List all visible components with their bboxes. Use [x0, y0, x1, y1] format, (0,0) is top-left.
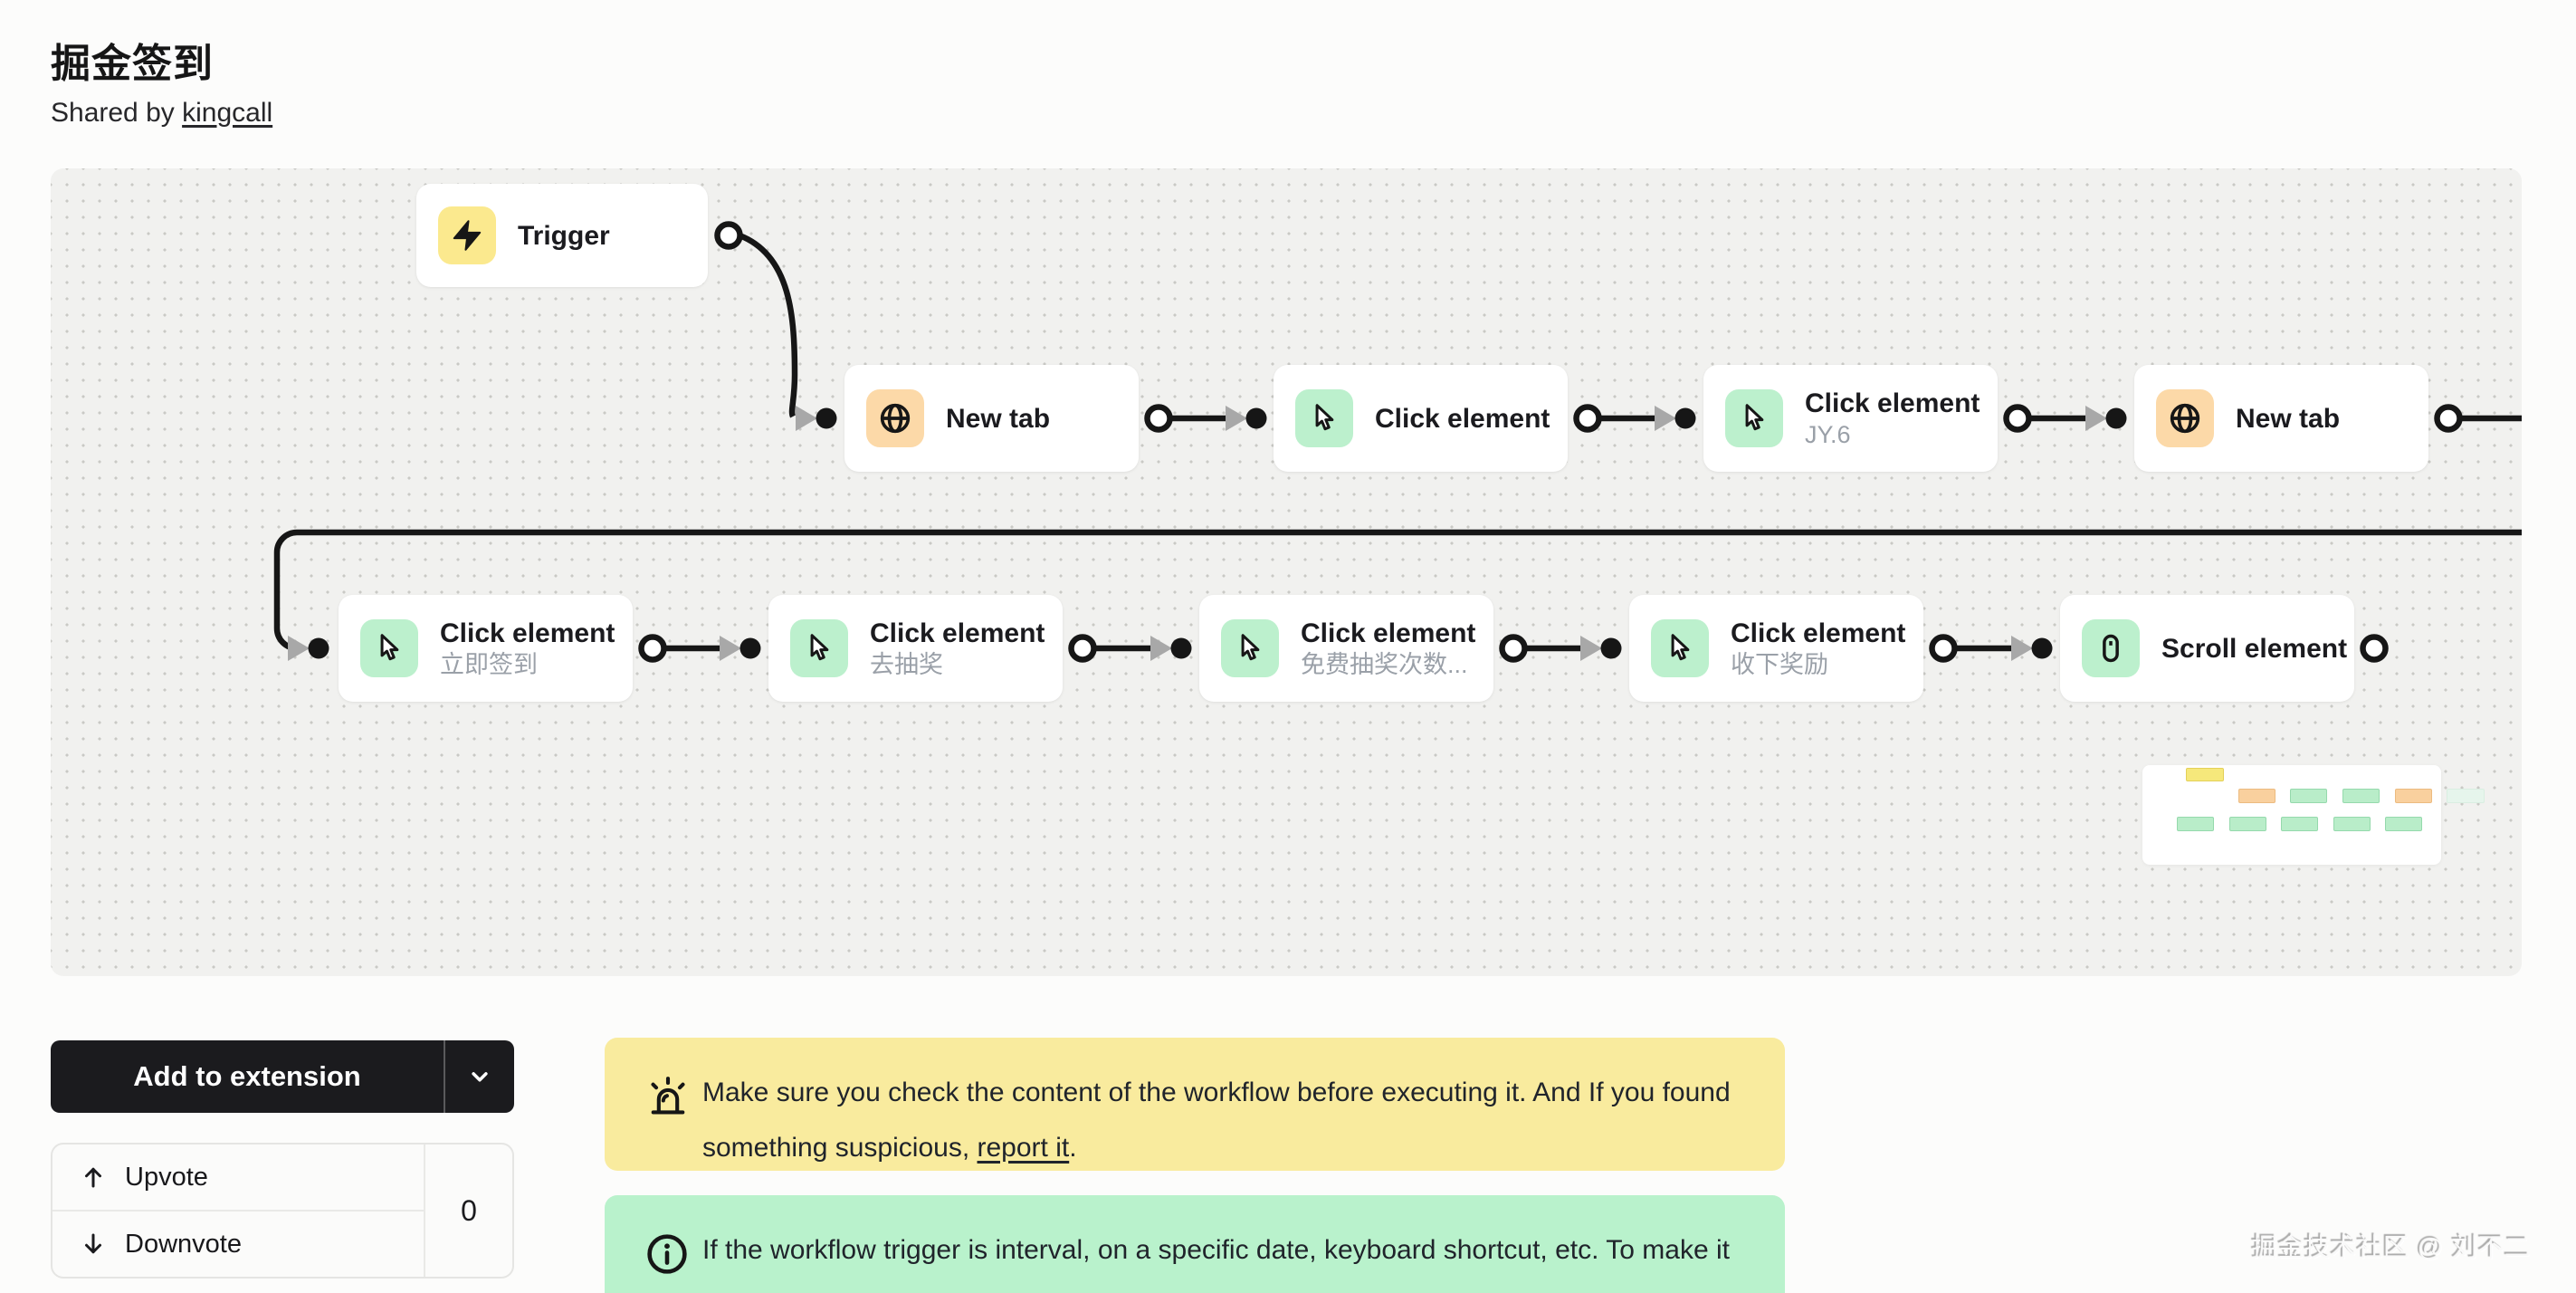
minimap-node-block [2238, 789, 2275, 803]
minimap-node-block [2447, 789, 2485, 803]
node-subtitle: 收下奖励 [1731, 651, 1828, 678]
edge-arrowheads [288, 406, 2107, 661]
siren-icon [644, 1074, 692, 1140]
node-label: Click element [1301, 618, 1476, 648]
node-click-1[interactable]: Click element [1274, 365, 1568, 472]
cursor-icon [360, 619, 418, 677]
minimap-node-block [2281, 817, 2318, 831]
info-notice: If the workflow trigger is interval, on … [605, 1195, 1785, 1293]
arrow-down-icon [85, 1233, 101, 1254]
input-ports [308, 407, 2127, 659]
node-label: Click element [1375, 403, 1550, 434]
add-to-extension-button[interactable]: Add to extension [51, 1040, 514, 1113]
vote-count: 0 [424, 1145, 512, 1277]
minimap-node-block [2290, 789, 2327, 803]
upvote-label: Upvote [125, 1162, 208, 1192]
workflow-minimap[interactable] [2142, 765, 2485, 865]
node-subtitle: 立即签到 [440, 651, 538, 678]
node-label: New tab [2236, 403, 2341, 434]
node-subtitle: JY.6 [1805, 421, 1851, 448]
cursor-icon [790, 619, 848, 677]
minimap-node-block [2385, 817, 2422, 831]
workflow-connections [273, 221, 2522, 663]
lightning-icon [438, 206, 496, 264]
minimap-node-block [2395, 789, 2432, 803]
node-subtitle: 去抽奖 [870, 651, 943, 678]
node-click-3[interactable]: Click element 立即签到 [339, 595, 633, 702]
node-label: Click element [870, 618, 1045, 648]
node-label: Click element [1805, 388, 1980, 418]
arrow-up-icon [85, 1167, 101, 1188]
shared-by-prefix: Shared by [51, 98, 183, 128]
node-label: Click element [1731, 618, 1906, 648]
workflow-canvas[interactable]: Trigger New tab Click element Click elem… [51, 168, 2522, 976]
info-icon [644, 1231, 690, 1293]
downvote-button[interactable]: Downvote [52, 1210, 424, 1277]
node-label: Click element [440, 618, 615, 648]
page-title: 掘金签到 [51, 42, 214, 86]
minimap-node-block [2177, 817, 2214, 831]
node-subtitle: 免费抽奖次数... [1301, 651, 1468, 678]
shared-by-line: Shared by kingcall [51, 98, 272, 129]
node-label: Scroll element [2161, 633, 2348, 664]
chevron-down-icon [472, 1072, 488, 1082]
cursor-icon [1221, 619, 1279, 677]
node-click-4[interactable]: Click element 去抽奖 [768, 595, 1063, 702]
add-to-extension-label: Add to extension [133, 1060, 361, 1092]
node-click-6[interactable]: Click element 收下奖励 [1629, 595, 1923, 702]
downvote-label: Downvote [125, 1229, 242, 1259]
minimap-node-block [2333, 817, 2371, 831]
button-divider [444, 1040, 445, 1113]
node-new-tab-2[interactable]: New tab [2134, 365, 2428, 472]
edge-trigger-newtab1 [738, 232, 798, 418]
minimap-node-block [2342, 789, 2380, 803]
cursor-icon [1651, 619, 1709, 677]
node-label: New tab [946, 403, 1051, 434]
cursor-icon [1725, 389, 1783, 447]
mouse-icon [2082, 619, 2140, 677]
shared-by-user-link[interactable]: kingcall [182, 98, 273, 128]
edge-wrap-to-row2 [273, 529, 2522, 652]
globe-icon [2156, 389, 2214, 447]
upvote-button[interactable]: Upvote [52, 1145, 424, 1210]
globe-icon [866, 389, 924, 447]
warning-text: Make sure you check the content of the w… [702, 1078, 1731, 1163]
minimap-node-block [2186, 768, 2224, 781]
add-options-dropdown-button[interactable] [445, 1040, 514, 1113]
output-ports [638, 221, 2463, 663]
node-click-5[interactable]: Click element 免费抽奖次数... [1199, 595, 1493, 702]
vote-box: Upvote Downvote 0 [51, 1143, 514, 1279]
cursor-icon [1295, 389, 1353, 447]
node-click-2[interactable]: Click element JY.6 [1703, 365, 1998, 472]
node-trigger[interactable]: Trigger [416, 184, 708, 287]
minimap-node-block [2229, 817, 2266, 831]
node-label: Trigger [518, 220, 610, 251]
watermark: 掘金技术社区 @ 刘不二 [2252, 1233, 2531, 1261]
info-text: If the workflow trigger is interval, on … [702, 1235, 1730, 1293]
warning-text-suffix: . [1069, 1133, 1077, 1163]
report-it-link[interactable]: report it [977, 1133, 1070, 1163]
node-scroll[interactable]: Scroll element [2060, 595, 2354, 702]
node-new-tab-1[interactable]: New tab [844, 365, 1139, 472]
warning-notice: Make sure you check the content of the w… [605, 1038, 1785, 1171]
